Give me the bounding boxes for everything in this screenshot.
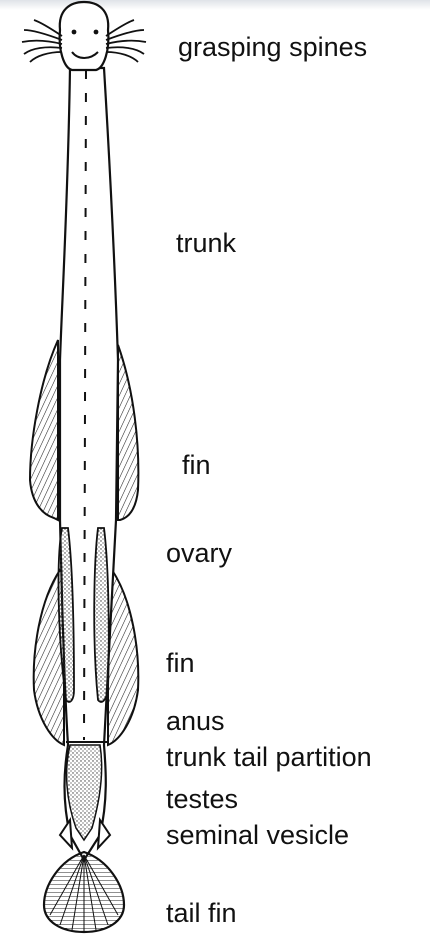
label-grasping-spines: grasping spines <box>178 34 367 61</box>
label-testes: testes <box>166 786 238 813</box>
label-anus: anus <box>166 708 225 735</box>
seminal-vesicle-left <box>60 820 72 848</box>
label-fin-upper: fin <box>182 452 211 479</box>
eye-right <box>94 30 99 35</box>
label-ovary: ovary <box>166 540 232 567</box>
head <box>60 2 109 70</box>
label-fin-lower: fin <box>166 650 195 677</box>
upper-fin-left <box>30 340 58 520</box>
seminal-vesicle-right <box>98 820 110 848</box>
label-trunk-tail-partition: trunk tail partition <box>166 744 372 771</box>
label-seminal-vesicle: seminal vesicle <box>166 822 349 849</box>
ovary-right <box>94 528 109 702</box>
label-trunk: trunk <box>176 230 236 257</box>
label-tail-fin: tail fin <box>166 900 237 927</box>
upper-fin-right <box>118 345 138 520</box>
grasping-spines-left <box>22 20 62 62</box>
eye-left <box>72 30 77 35</box>
grasping-spines-right <box>106 20 146 62</box>
